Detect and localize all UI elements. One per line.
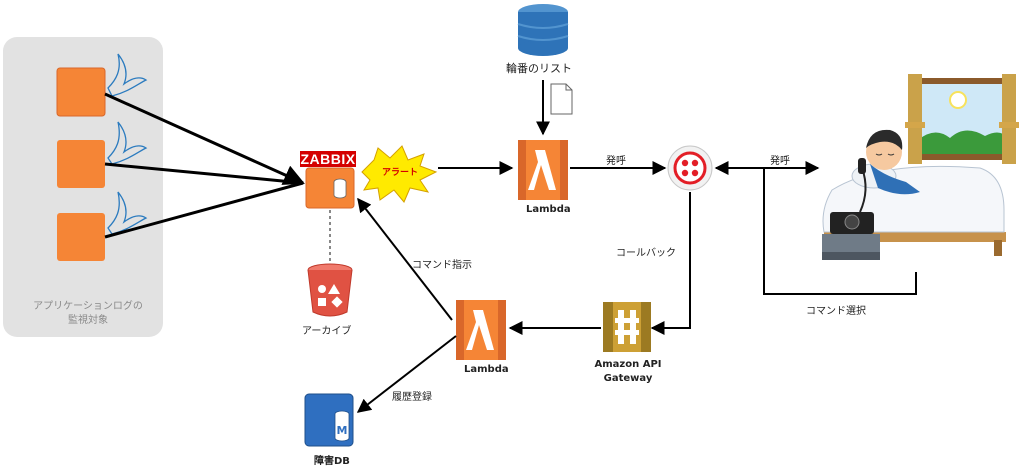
- lambda-top-label: Lambda: [526, 204, 571, 215]
- history-line: [356, 335, 457, 413]
- command-instruction-line: [357, 197, 453, 321]
- api-gateway-label-line1: Amazon API: [594, 359, 662, 370]
- alert-burst-icon: [361, 145, 438, 203]
- callback-line: [650, 192, 691, 335]
- bird-icon: [107, 53, 148, 97]
- log-flow-line-3: [104, 181, 304, 239]
- app-server-1: [56, 67, 106, 117]
- app-server-3: [57, 213, 105, 261]
- group-caption-line2: 監視対象: [68, 315, 108, 326]
- lambda-top-icon: [518, 140, 568, 200]
- dynamodb-label: 輪番のリスト: [506, 62, 572, 75]
- call-out-label: 発呼: [606, 156, 626, 167]
- monitored-group-caption: アプリケーションログの 監視対象: [14, 300, 162, 328]
- call-in-label: 発呼: [770, 156, 790, 167]
- bird-icon: [107, 121, 148, 165]
- twilio-icon: [667, 145, 713, 191]
- rds-db-icon: M: [304, 393, 354, 447]
- sleeping-person-illustration: [822, 74, 1019, 260]
- callback-label: コールバック: [616, 248, 676, 259]
- alert-label: アラート: [381, 168, 418, 178]
- dynamodb-icon: [517, 4, 569, 56]
- command-select-label: コマンド選択: [806, 306, 866, 317]
- group-caption-line1: アプリケーションログの: [33, 301, 143, 312]
- lambda-bottom-label: Lambda: [464, 364, 509, 375]
- archive-label: アーカイブ: [302, 326, 352, 337]
- command-select-line: [763, 168, 917, 295]
- lambda-bottom-icon: [456, 300, 506, 360]
- zabbix-logo: ZABBIX: [300, 151, 356, 167]
- api-gateway-label: Amazon API Gateway: [578, 358, 678, 386]
- svg-text:M: M: [337, 424, 348, 437]
- api-gateway-label-line2: Gateway: [603, 373, 653, 384]
- log-flow-line-1: [104, 92, 305, 185]
- app-server-2: [57, 140, 105, 188]
- zabbix-server-icon: [305, 167, 355, 209]
- log-flow-line-2: [104, 162, 304, 185]
- api-gateway-icon: [603, 302, 651, 352]
- s3-bucket-icon: [307, 263, 353, 317]
- history-label: 履歴登録: [392, 392, 432, 403]
- document-icon: [550, 83, 573, 115]
- incident-db-label: 障害DB: [314, 456, 350, 467]
- command-instruction-label: コマンド指示: [412, 260, 472, 271]
- bird-icon: [107, 191, 148, 235]
